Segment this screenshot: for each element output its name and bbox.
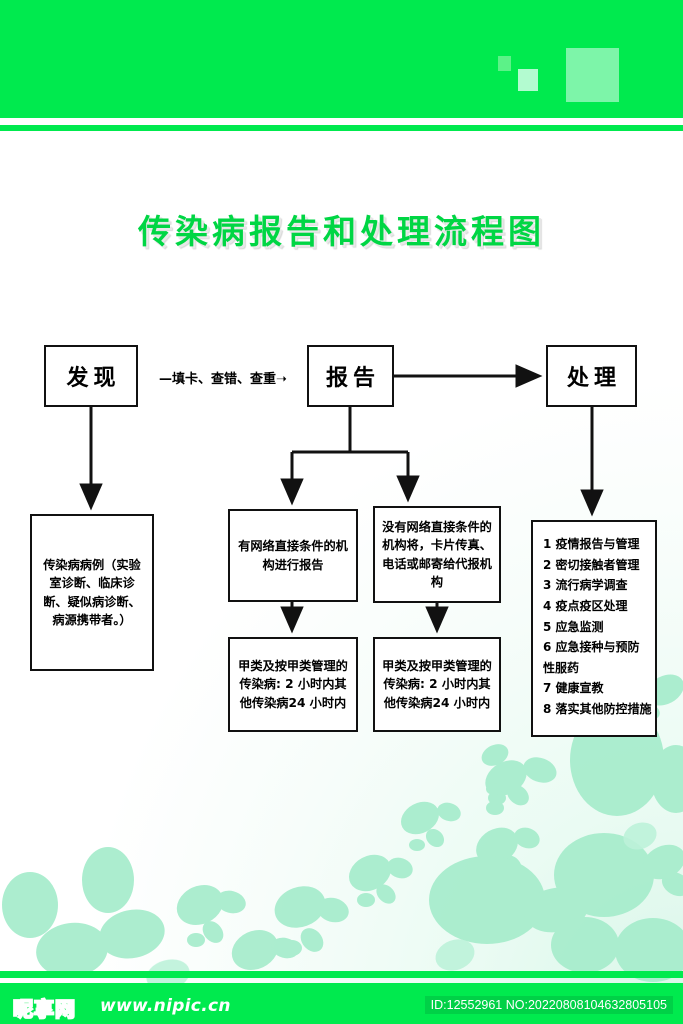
action-item: 性服药 xyxy=(543,660,580,675)
footer-accent-stripe xyxy=(0,971,683,978)
decor-square-mid xyxy=(518,69,538,91)
page-title: 传染病报告和处理流程图 xyxy=(138,212,545,251)
node-time-limit-online[interactable]: 甲类及按甲类管理的传染病: 2 小时内其他传染病24 小时内 xyxy=(228,637,358,732)
site-logo[interactable]: 昵享网 xyxy=(12,996,76,1022)
node-offline-reporting[interactable]: 没有网络直接条件的机构将，卡片传真、电话或邮寄给代报机构 xyxy=(373,506,501,603)
asset-id-badge: ID:12552961 NO:20220808104632805105 xyxy=(424,996,673,1014)
edge-label-discover-to-report: —填卡、查错、查重➝ xyxy=(159,372,287,387)
node-time-limit-offline[interactable]: 甲类及按甲类管理的传染病: 2 小时内其他传染病24 小时内 xyxy=(373,637,501,732)
node-handling-actions[interactable]: 1 疫情报告与管理 2 密切接触者管理 3 流行病学调查 4 疫点疫区处理 5 … xyxy=(531,520,657,737)
site-url[interactable]: www.nipic.cn xyxy=(100,996,231,1016)
action-item: 7 健康宣教 xyxy=(543,681,604,696)
node-case-definition[interactable]: 传染病病例（实验室诊断、临床诊断、疑似病诊断、病源携带者。） xyxy=(30,514,154,671)
action-item: 1 疫情报告与管理 xyxy=(543,537,640,551)
header-accent-stripe xyxy=(0,125,683,131)
action-item: 3 流行病学调查 xyxy=(543,578,628,593)
node-report[interactable]: 报告 xyxy=(307,345,394,407)
node-handle[interactable]: 处理 xyxy=(546,345,637,407)
decor-square-large xyxy=(566,48,619,102)
action-item: 8 落实其他防控措施 xyxy=(543,702,652,716)
action-item: 4 疫点疫区处理 xyxy=(543,598,628,613)
node-discover[interactable]: 发现 xyxy=(44,345,138,407)
action-item: 6 应急接种与预防 xyxy=(543,640,640,655)
decor-square-small xyxy=(498,56,511,71)
action-item: 5 应急监测 xyxy=(543,619,604,634)
node-online-reporting[interactable]: 有网络直接条件的机构进行报告 xyxy=(228,509,358,602)
action-item: 2 密切接触者管理 xyxy=(543,557,640,572)
